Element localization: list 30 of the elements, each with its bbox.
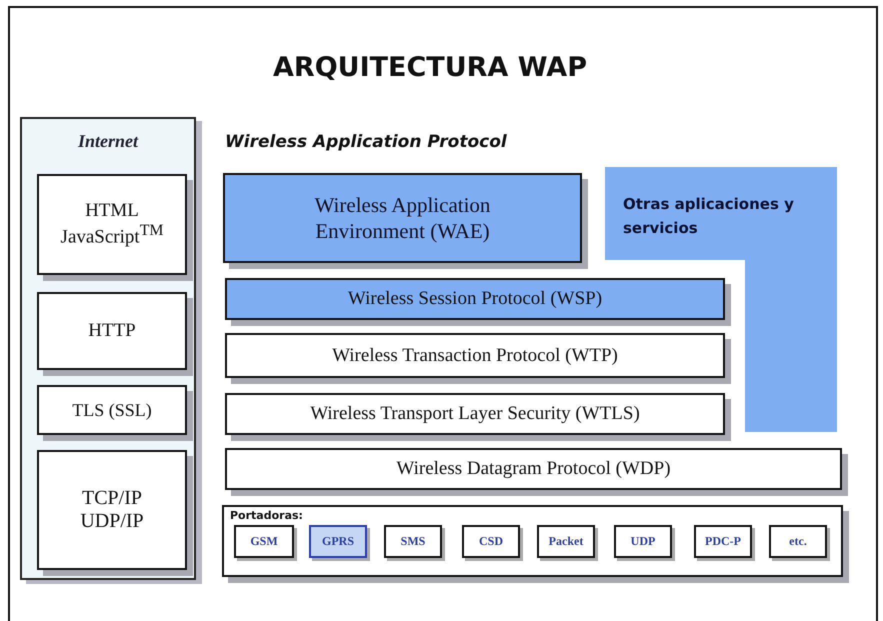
bearer-box	[309, 525, 367, 558]
layer-label: HTML JavaScript$^{TM}$	[60, 200, 164, 249]
bearer-box	[537, 525, 595, 558]
bearer-label: GSM	[250, 534, 278, 549]
title: ARQUITECTURA WAP	[272, 52, 588, 83]
layer-label: HTTP	[87, 320, 137, 342]
layer-label: Wireless Datagram Protocol (WDP)	[396, 458, 671, 480]
bearer-box	[384, 525, 442, 558]
bearer-box	[694, 525, 752, 558]
bearer-label: GPRS	[322, 534, 354, 549]
layer-label: Wireless Session Protocol (WSP)	[348, 288, 602, 310]
bearer-box	[462, 525, 520, 558]
layer-label: TLS (SSL)	[71, 400, 153, 420]
layer-label: Wireless Transaction Protocol (WTP)	[332, 344, 618, 366]
subtitle: Wireless Application Protocol	[225, 132, 507, 152]
bearer-box	[769, 525, 827, 558]
bearer-box	[234, 525, 294, 558]
bearer-label: SMS	[400, 534, 426, 549]
bearer-label: etc.	[789, 534, 807, 549]
layer-label: Wireless Transport Layer Security (WTLS)	[310, 403, 640, 425]
bearer-label: UDP	[630, 534, 656, 549]
panel-heading: Internet	[78, 131, 138, 152]
panel-text: Otras aplicaciones y servicios	[623, 194, 795, 239]
bearer-label: CSD	[478, 534, 503, 549]
bearer-box	[614, 525, 672, 558]
layer-label: Wireless Application Environment (WAE)	[314, 192, 492, 244]
panel-heading: Portadoras:	[230, 509, 303, 522]
bearer-label: PDC-P	[705, 534, 741, 549]
layer-label: TCP/IP UDP/IP	[79, 487, 145, 533]
bearer-label: Packet	[548, 534, 584, 549]
